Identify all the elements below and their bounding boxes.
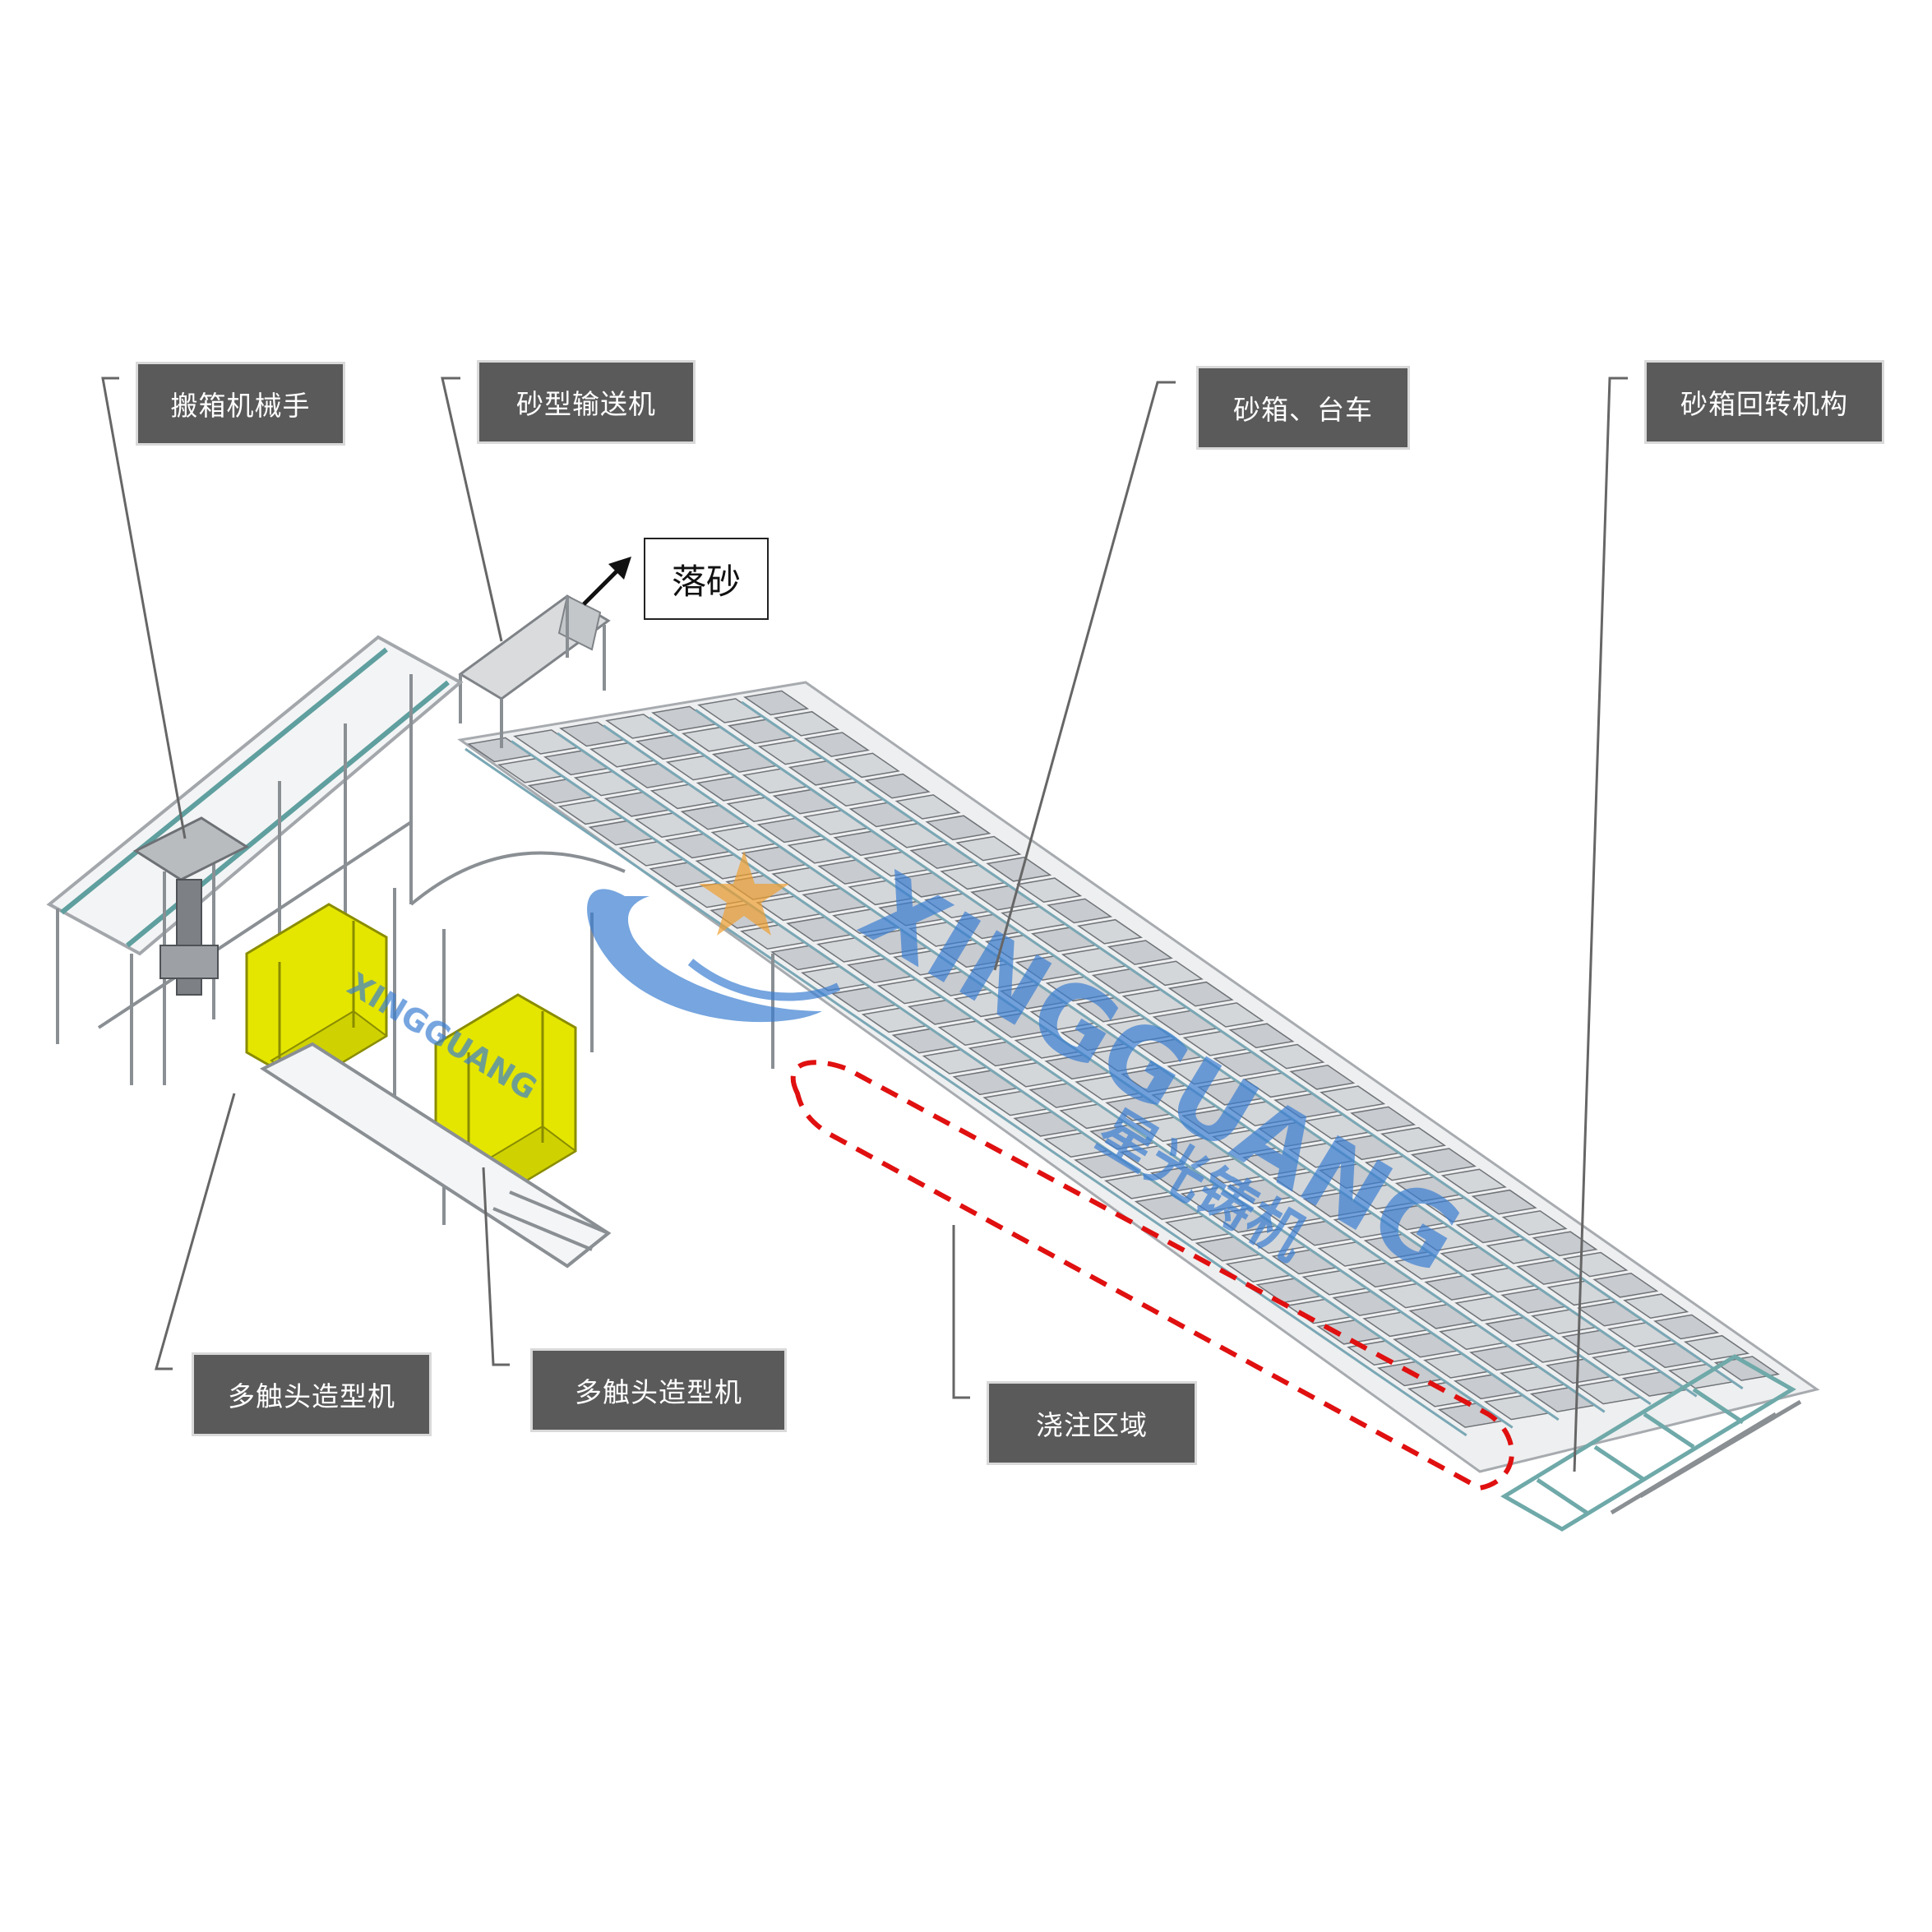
leader-pouring-area [952,1225,970,1399]
flask-cell [1076,918,1144,945]
pouring-area-outline [790,1060,1514,1491]
flask-cell [1350,1106,1417,1132]
arrow-head-icon [608,557,631,580]
flask-cell [1167,981,1234,1007]
flask-cell [1047,898,1113,924]
swoosh-logo-icon [587,889,822,1023]
flask-cell [834,752,900,779]
flask-cell [1107,940,1173,965]
flask-cell [1289,1065,1356,1090]
flask-cell [894,794,961,820]
lane-rail [465,747,1467,1437]
leader-flask-and-cart [993,381,1176,971]
leader-molding-2 [482,1167,510,1366]
flow-arrow [582,566,622,606]
flask-cell [1623,1293,1689,1319]
flask-turning-mechanism [1500,1354,1802,1532]
flask-cell [773,710,840,737]
flask-cell [1016,877,1083,903]
leader-box-handling-robot [101,377,187,839]
flask-cell [1683,1334,1750,1361]
leader-sand-conveyor [441,377,503,642]
flow-label-shakeout: 落砂 [644,538,769,620]
flask-cell [1137,960,1204,987]
callout-multi-head-molding-2: 多触头造型机 [530,1348,787,1432]
flask-cell [1259,1043,1325,1070]
flask-cell [803,732,870,757]
flask-cell [1440,1168,1507,1195]
lane-rail [511,740,1514,1429]
leader-flask-turning [1573,377,1628,1472]
lane-rail [603,724,1606,1413]
flask-cell [955,835,1022,862]
flask-cell [1198,1002,1264,1028]
callout-sand-conveyor: 砂型输送机 [477,360,696,444]
flask-cell [1320,1085,1386,1111]
conveyor-rails [465,700,1744,1437]
callout-flask-turning: 砂箱回转机构 [1644,360,1884,444]
leader-molding-1 [155,1093,236,1370]
flask-cell [925,815,991,841]
callout-multi-head-molding-1: 多触头造型机 [192,1352,432,1436]
lane-rail [741,700,1744,1390]
lower-roller-conveyor [259,1042,612,1269]
lane-rail [557,732,1560,1421]
flask-cell [1228,1023,1295,1049]
flask-cell [1410,1148,1477,1173]
callout-pouring-area: 浇注区域 [987,1381,1197,1465]
flask-cell [864,773,931,799]
box-handling-robot [132,816,250,996]
lane-rail [695,709,1698,1398]
lane-rail [649,716,1652,1406]
flask-cell [986,857,1052,882]
flask-cell [1380,1126,1447,1153]
flask-cell [1501,1210,1568,1236]
flask-cell [1471,1189,1537,1215]
flask-cell [1653,1314,1720,1340]
flask-cell [743,690,810,716]
callout-box-handling-robot: 搬箱机械手 [136,362,345,446]
star-logo-icon [699,851,789,936]
callout-flask-and-cart: 砂箱、台车 [1196,366,1410,450]
leader-lines [101,377,1628,1472]
flask-cell [1592,1273,1659,1298]
sand-conveyor-machine [458,594,611,748]
